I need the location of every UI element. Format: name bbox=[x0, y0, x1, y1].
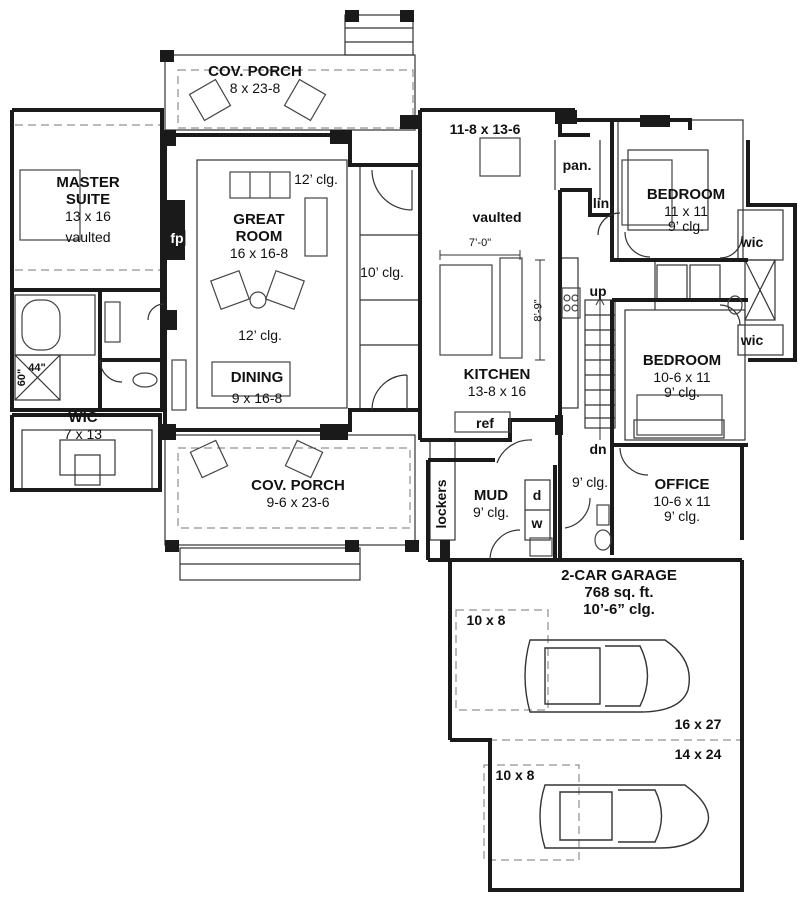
room-dim: 9 x 16-8 bbox=[231, 389, 283, 406]
room-name: 2-CAR GARAGE bbox=[561, 567, 677, 584]
stair-arrows bbox=[595, 296, 605, 440]
label-bedroom2: BEDROOM 10-6 x 11 9’ clg. bbox=[642, 352, 722, 401]
dimension-lines bbox=[439, 250, 545, 361]
room-name: MASTER bbox=[56, 174, 120, 191]
room-name: SUITE bbox=[65, 190, 111, 208]
label-lockers: lockers bbox=[433, 479, 449, 529]
label-island-h: 8’-9" bbox=[532, 299, 545, 322]
doors bbox=[99, 169, 743, 561]
room-name: OFFICE bbox=[654, 476, 710, 493]
room-clg: 9’ clg. bbox=[663, 508, 701, 525]
room-name: GREAT bbox=[233, 211, 285, 228]
label-shower-w: 44" bbox=[28, 362, 46, 374]
dashed-outlines bbox=[15, 69, 742, 861]
room-dim: 10-6 x 11 bbox=[653, 368, 711, 385]
label-washer: w bbox=[531, 515, 543, 531]
label-mud: MUD 9’ clg. bbox=[472, 487, 510, 520]
label-bedroom1: BEDROOM 11 x 11 9’ clg. bbox=[646, 186, 726, 235]
label-island-w: 7’-0" bbox=[468, 237, 492, 249]
room-clg: 9’ clg. bbox=[472, 503, 510, 520]
label-kitchen: KITCHEN 13-8 x 16 bbox=[463, 366, 531, 399]
label-great-room-clg: 12’ clg. bbox=[294, 171, 338, 187]
room-note: vaulted bbox=[65, 229, 111, 246]
room-dim: 8 x 23-8 bbox=[229, 79, 281, 96]
room-name: WIC bbox=[68, 409, 98, 426]
label-cov-porch-top: COV. PORCH 8 x 23-8 bbox=[208, 63, 302, 96]
room-dim: 11-8 x 13-6 bbox=[449, 121, 521, 137]
room-dim: 13-8 x 16 bbox=[467, 382, 527, 399]
label-hall-clg: 10’ clg. bbox=[360, 264, 404, 280]
label-pantry: pan. bbox=[562, 157, 592, 173]
room-dim: 13 x 16 bbox=[65, 207, 111, 224]
room-name: KITCHEN bbox=[463, 366, 531, 383]
label-ref: ref bbox=[476, 415, 494, 431]
label-shower-h: 60" bbox=[16, 368, 29, 387]
label-dryer: d bbox=[532, 487, 542, 503]
room-dim: 7 x 13 bbox=[63, 425, 103, 442]
room-name: MUD bbox=[473, 487, 509, 504]
label-great-room: GREAT ROOM 16 x 16-8 bbox=[229, 211, 289, 261]
room-dim: 11 x 11 bbox=[664, 202, 708, 219]
room-dim: 10-6 x 11 bbox=[653, 492, 711, 509]
car-bottom bbox=[539, 784, 710, 849]
label-linen: lin bbox=[592, 195, 610, 211]
room-name: DINING bbox=[230, 369, 284, 386]
label-dining: DINING 9 x 16-8 bbox=[230, 369, 284, 406]
label-garage: 2-CAR GARAGE 768 sq. ft. 10’-6” clg. bbox=[561, 567, 677, 618]
label-cov-porch-bottom: COV. PORCH 9-6 x 23-6 bbox=[251, 477, 345, 510]
room-clg: 10’-6” clg. bbox=[583, 600, 655, 618]
label-garage-bay1: 10 x 8 bbox=[466, 612, 506, 628]
label-stairs-down: dn bbox=[589, 441, 607, 457]
room-name: BEDROOM bbox=[642, 352, 722, 369]
label-garage-bay2: 10 x 8 bbox=[495, 767, 535, 783]
furniture bbox=[19, 78, 743, 557]
label-fp: fp bbox=[168, 230, 186, 246]
room-clg: 9’ clg. bbox=[663, 384, 701, 401]
room-dim: 16 x 16-8 bbox=[229, 244, 289, 261]
room-clg: 9’ clg. bbox=[667, 218, 705, 235]
label-office: OFFICE 10-6 x 11 9’ clg. bbox=[653, 476, 711, 525]
room-name: BEDROOM bbox=[646, 186, 726, 203]
room-dim: 9-6 x 23-6 bbox=[266, 493, 330, 510]
label-wic2: wic bbox=[740, 332, 764, 348]
label-garage-dim2: 14 x 24 bbox=[674, 746, 722, 762]
label-master-suite: MASTER SUITE 13 x 16 vaulted bbox=[56, 174, 120, 246]
room-name: ROOM bbox=[235, 227, 283, 245]
room-name: COV. PORCH bbox=[208, 63, 302, 80]
label-wic1: wic bbox=[740, 234, 764, 250]
label-garage-dim1: 16 x 27 bbox=[674, 716, 722, 732]
label-great-room-clg-bottom: 12’ clg. bbox=[238, 327, 282, 343]
room-area: 768 sq. ft. bbox=[584, 583, 654, 601]
label-wic-master: WIC 7 x 13 bbox=[63, 409, 103, 442]
car-top bbox=[524, 639, 690, 713]
label-stairs-up: up bbox=[589, 283, 607, 299]
label-hall-clg2: 9’ clg. bbox=[571, 474, 609, 490]
label-breakfast-note: vaulted bbox=[472, 209, 522, 225]
room-name: COV. PORCH bbox=[251, 477, 345, 494]
walls bbox=[10, 108, 797, 892]
label-breakfast: 11-8 x 13-6 bbox=[449, 121, 521, 138]
